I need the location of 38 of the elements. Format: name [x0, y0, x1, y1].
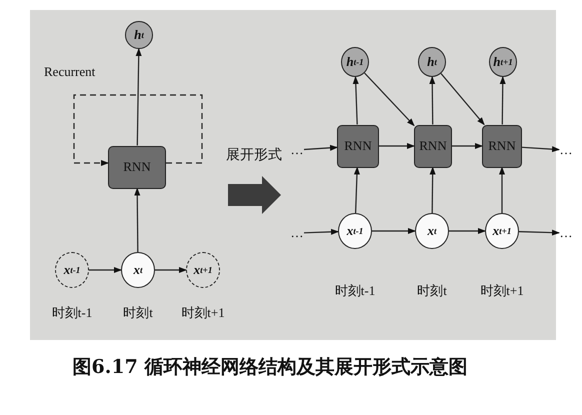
arrow: [429, 76, 436, 124]
arrow: [379, 143, 415, 149]
arrow: [352, 76, 359, 125]
ellipsis-text: …: [290, 143, 304, 157]
loop-arrow: [73, 94, 203, 166]
rnn-box: RNN: [337, 124, 379, 168]
arrow: [354, 166, 360, 214]
arrow: [449, 228, 486, 234]
ellipsis-text: …: [559, 226, 573, 240]
diagram-label: 展开形式: [226, 146, 282, 164]
ellipsis-text: …: [559, 143, 573, 157]
arrow: [430, 166, 436, 213]
time-label: 时刻t+1: [480, 282, 524, 300]
figure-caption: 图6.17 循环神经网络结构及其展开形式示意图: [72, 355, 468, 380]
ellipsis-text: …: [290, 226, 304, 240]
arrow: [155, 267, 187, 273]
arrow: [136, 48, 142, 146]
arrow: [440, 73, 485, 126]
arrow: [304, 228, 339, 235]
arrow: [372, 228, 416, 234]
arrow: [452, 143, 483, 149]
edge-label: Recurrent: [44, 64, 96, 80]
time-label: 时刻t: [417, 282, 447, 300]
arrow: [134, 188, 140, 252]
arrow: [499, 166, 505, 213]
time-label: 时刻t-1: [334, 282, 376, 300]
time-label: 时刻t+1: [181, 304, 225, 322]
arrow: [364, 72, 415, 126]
arrow: [522, 146, 560, 152]
arrow: [518, 230, 560, 236]
rnn-box: RNN: [414, 124, 452, 168]
rnn-box: RNN: [482, 124, 522, 168]
arrow: [89, 267, 122, 273]
arrow: [500, 76, 506, 124]
rnn-box: RNN: [108, 146, 166, 188]
arrow: [304, 144, 338, 151]
time-label: 时刻t: [123, 304, 153, 322]
time-label: 时刻t-1: [52, 304, 92, 322]
